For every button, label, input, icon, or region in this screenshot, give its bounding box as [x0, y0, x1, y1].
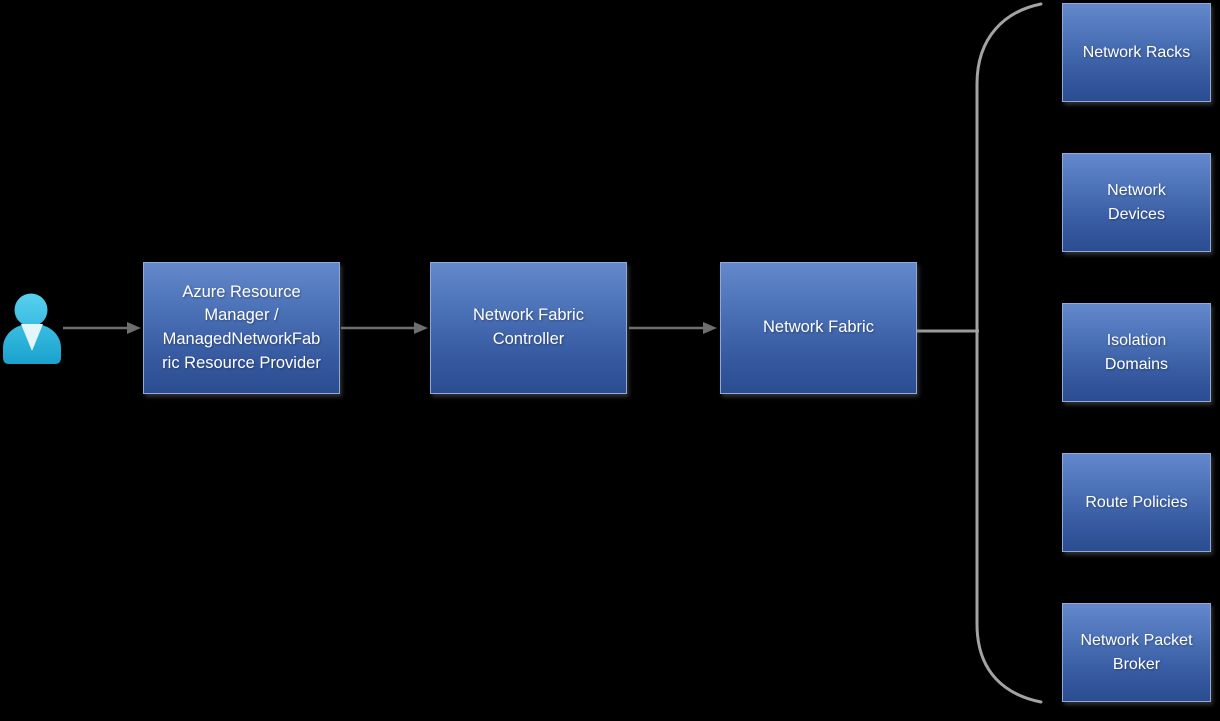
node-network-devices: Network Devices: [1062, 153, 1211, 252]
node-route-policies-label: Route Policies: [1085, 493, 1188, 511]
person-icon: [3, 293, 61, 364]
node-network-fabric-controller-label: Network Fabric Controller: [473, 306, 584, 348]
node-network-racks-label: Network Racks: [1082, 43, 1191, 61]
node-network-fabric-controller: Network Fabric Controller: [430, 262, 627, 394]
node-network-fabric-label: Network Fabric: [763, 318, 874, 337]
arrow-user-to-resource-manager-icon: [63, 322, 141, 334]
node-network-fabric: Network Fabric: [720, 262, 917, 394]
node-isolation-domains: Isolation Domains: [1062, 303, 1211, 402]
node-network-devices-label: Network Devices: [1107, 181, 1166, 223]
node-network-racks: Network Racks: [1062, 3, 1211, 102]
user-actor: [1, 293, 63, 367]
node-isolation-domains-label: Isolation Domains: [1104, 331, 1169, 373]
node-azure-resource-manager-label: Azure Resource Manager / ManagedNetworkF…: [162, 282, 321, 372]
bracket-curve: [975, 2, 1043, 704]
arrow-controller-to-fabric-icon: [629, 322, 717, 334]
node-network-packet-broker-label: Network Packet Broker: [1080, 631, 1193, 673]
node-route-policies: Route Policies: [1062, 453, 1211, 552]
node-network-packet-broker: Network Packet Broker: [1062, 603, 1211, 702]
arrow-resource-manager-to-controller-icon: [341, 322, 428, 334]
node-azure-resource-manager: Azure Resource Manager / ManagedNetworkF…: [143, 262, 340, 394]
